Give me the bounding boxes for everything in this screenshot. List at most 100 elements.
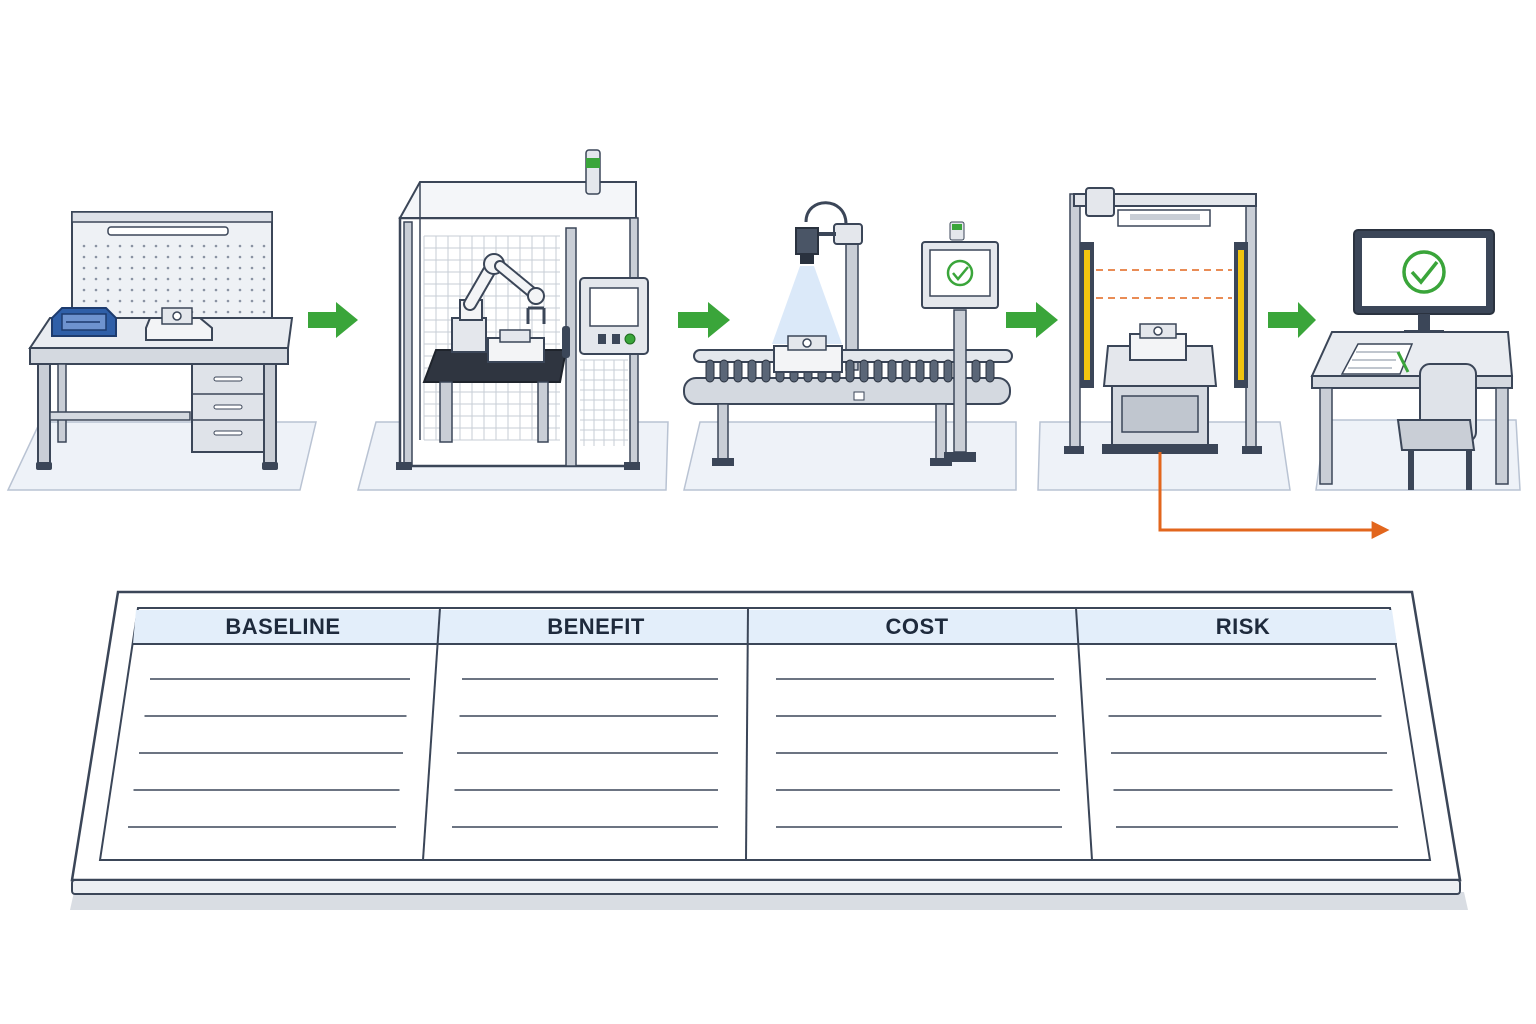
pegboard-hole <box>154 255 158 259</box>
pegboard-hole <box>250 288 254 292</box>
pegboard-hole <box>202 299 206 303</box>
conveyor-roller <box>985 359 995 383</box>
pegboard-hole <box>118 255 122 259</box>
pegboard-hole <box>226 255 230 259</box>
robot-arm-icon <box>451 253 546 353</box>
conveyor-roller <box>873 359 883 383</box>
pegboard-hole <box>226 310 230 314</box>
pegboard-hole <box>118 277 122 281</box>
pegboard-hole <box>106 288 110 292</box>
pegboard-hole <box>238 255 242 259</box>
workbench-station <box>6 211 317 491</box>
comparison-table: BASELINE BENEFIT COST RISK <box>70 590 1468 910</box>
pegboard-hole <box>226 266 230 270</box>
pegboard-hole <box>130 266 134 270</box>
flow-arrow-3 <box>1006 302 1058 338</box>
pegboard-hole <box>262 288 266 292</box>
pegboard-hole <box>94 255 98 259</box>
pegboard-hole <box>142 310 146 314</box>
pegboard-hole <box>226 299 230 303</box>
pegboard-hole <box>250 266 254 270</box>
pegboard-hole <box>190 255 194 259</box>
conveyor-roller <box>733 359 743 383</box>
pegboard-hole <box>106 255 110 259</box>
pegboard-hole <box>94 288 98 292</box>
pegboard-hole <box>106 266 110 270</box>
pegboard-hole <box>82 299 86 303</box>
pegboard-hole <box>238 244 242 248</box>
conveyor-roller <box>859 359 869 383</box>
pegboard-hole <box>166 299 170 303</box>
pegboard-hole <box>166 255 170 259</box>
pegboard-hole <box>178 244 182 248</box>
conveyor-roller <box>719 359 729 383</box>
pegboard-hole <box>214 255 218 259</box>
stack-light-icon <box>585 149 601 195</box>
header-risk: RISK <box>1216 614 1271 639</box>
pegboard-hole <box>238 299 242 303</box>
conveyor-roller <box>845 359 855 383</box>
pegboard-hole <box>82 277 86 281</box>
camera-icon <box>795 227 819 264</box>
pegboard-hole <box>190 299 194 303</box>
pegboard-hole <box>226 277 230 281</box>
pegboard-hole <box>118 244 122 248</box>
pegboard-hole <box>226 244 230 248</box>
pegboard-hole <box>154 288 158 292</box>
pegboard-hole <box>118 266 122 270</box>
pegboard-hole <box>142 299 146 303</box>
pegboard-hole <box>262 299 266 303</box>
pegboard-hole <box>82 255 86 259</box>
pegboard-hole <box>82 288 86 292</box>
pegboard-hole <box>154 299 158 303</box>
pegboard-hole <box>94 299 98 303</box>
flow-arrow-1 <box>308 302 358 338</box>
pegboard-hole <box>202 244 206 248</box>
robot-cell-station <box>357 149 669 491</box>
pegboard-hole <box>142 277 146 281</box>
pegboard-hole <box>190 277 194 281</box>
pegboard-hole <box>142 266 146 270</box>
pegboard-hole <box>178 255 182 259</box>
pegboard-hole <box>238 277 242 281</box>
pegboard-hole <box>130 288 134 292</box>
conveyor-roller <box>915 359 925 383</box>
pegboard-hole <box>142 244 146 248</box>
pegboard-hole <box>154 310 158 314</box>
pegboard-hole <box>202 266 206 270</box>
conveyor-roller <box>887 359 897 383</box>
floor-mat <box>683 421 1017 491</box>
pegboard-hole <box>106 299 110 303</box>
pegboard-hole <box>262 277 266 281</box>
pegboard-hole <box>250 255 254 259</box>
pegboard-hole <box>166 288 170 292</box>
pegboard-hole <box>166 277 170 281</box>
column-divider <box>745 607 749 861</box>
pegboard-hole <box>82 266 86 270</box>
flow-arrow-2 <box>678 302 730 338</box>
pegboard-hole <box>202 288 206 292</box>
pegboard-hole <box>202 255 206 259</box>
table-header-band <box>133 610 1397 644</box>
pegboard-hole <box>214 310 218 314</box>
light-curtain-icon <box>1080 242 1248 388</box>
pegboard-hole <box>130 277 134 281</box>
pegboard-hole <box>118 288 122 292</box>
pegboard-hole <box>142 288 146 292</box>
pegboard-hole <box>130 255 134 259</box>
conveyor-roller <box>971 359 981 383</box>
pegboard-hole <box>94 277 98 281</box>
pegboard-hole <box>82 244 86 248</box>
pegboard-hole <box>178 277 182 281</box>
table-sheet <box>98 607 1432 861</box>
column-divider <box>422 607 441 861</box>
pegboard-hole <box>262 255 266 259</box>
pegboard-hole <box>94 244 98 248</box>
drawer-unit <box>191 363 265 453</box>
pegboard-hole <box>238 310 242 314</box>
light-curtain-station <box>1037 187 1291 491</box>
machined-part-icon <box>145 307 213 341</box>
pegboard-hole <box>118 299 122 303</box>
reject-path-arrow <box>1158 452 1390 539</box>
